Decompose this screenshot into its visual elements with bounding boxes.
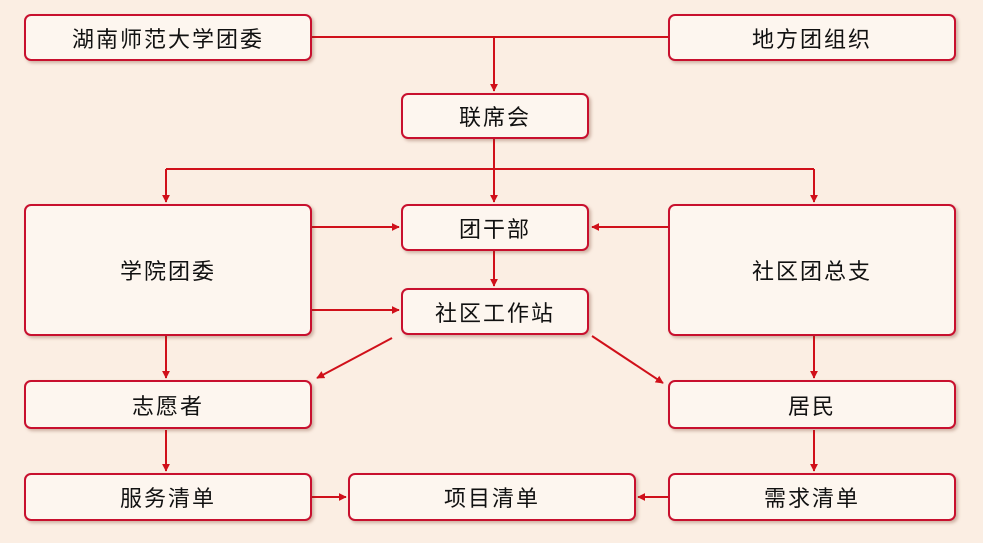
node-joint-meeting: 联席会 <box>401 93 589 139</box>
node-cadre-dept: 团干部 <box>401 204 589 251</box>
node-residents: 居民 <box>668 380 956 429</box>
arrow-station-to-volunteers <box>316 337 393 379</box>
node-demand-list: 需求清单 <box>668 473 956 521</box>
node-college-league: 学院团委 <box>24 204 312 336</box>
node-local-league: 地方团组织 <box>668 14 956 61</box>
node-volunteers: 志愿者 <box>24 380 312 429</box>
node-community-station: 社区工作站 <box>401 288 589 335</box>
node-community-branch: 社区团总支 <box>668 204 956 336</box>
node-hunan-normal-league: 湖南师范大学团委 <box>24 14 312 61</box>
node-project-list: 项目清单 <box>348 473 636 521</box>
arrow-station-to-residents <box>591 335 664 384</box>
node-service-list: 服务清单 <box>24 473 312 521</box>
